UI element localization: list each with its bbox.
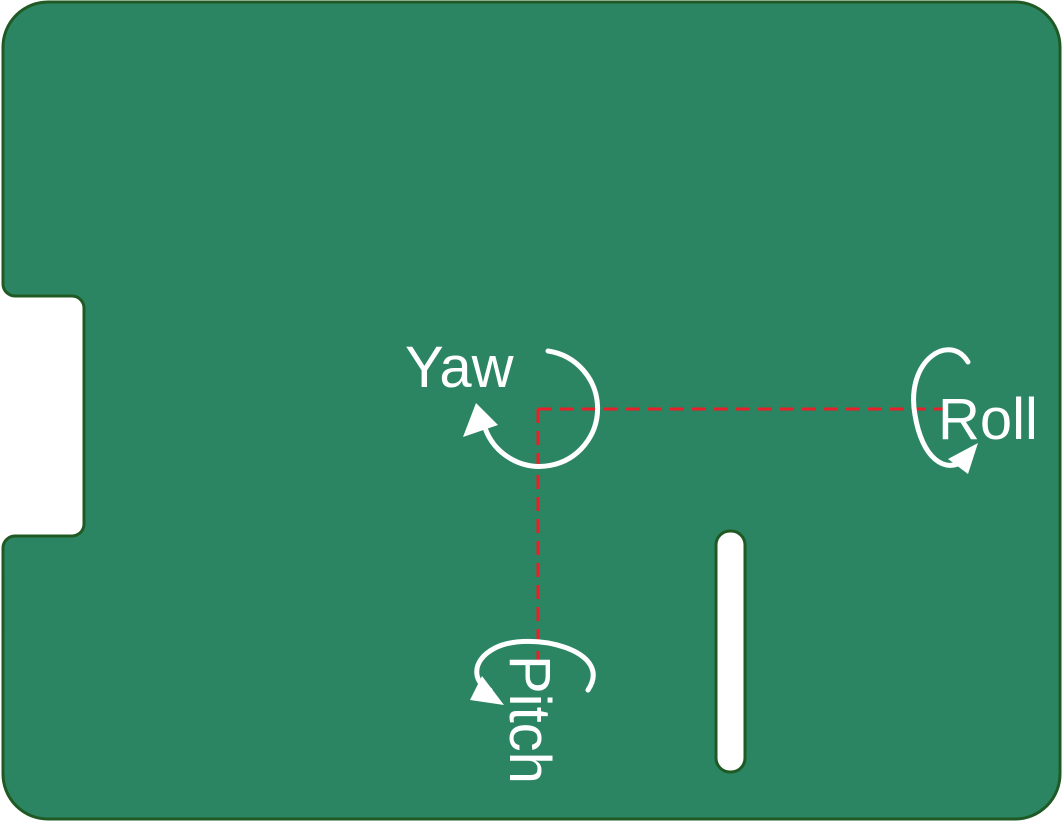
roll-arrowhead bbox=[948, 443, 978, 474]
roll-label: Roll bbox=[938, 387, 1038, 452]
axis-lines bbox=[536, 407, 945, 660]
board-slot bbox=[714, 529, 747, 774]
pitch-arrowhead bbox=[470, 676, 504, 705]
yaw-arrowhead bbox=[463, 403, 498, 437]
pitch-rotation-arrow-icon bbox=[474, 638, 596, 693]
pitch-label: Pitch bbox=[497, 655, 562, 784]
yaw-label: Yaw bbox=[405, 335, 515, 400]
roll-rotation-arrow-icon bbox=[911, 347, 971, 468]
yaw-rotation-arrow-icon bbox=[482, 348, 601, 469]
